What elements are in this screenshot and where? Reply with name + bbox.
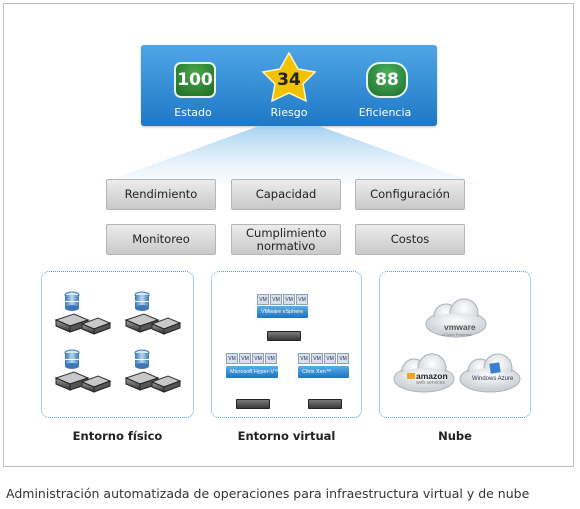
vm-block: VM [296, 294, 308, 305]
cloud-environment-box: vmware vCloud Powered amazon web service… [379, 271, 531, 418]
metrics-banner: 100 Estado 34 Riesgo 88 Eficiencia [141, 45, 437, 126]
category-capacidad: Capacidad [231, 179, 341, 210]
metric-label: Eficiencia [358, 106, 412, 119]
server-icon [236, 399, 270, 409]
category-monitoreo: Monitoreo [106, 224, 216, 255]
amazon-sub-text: web services [416, 380, 445, 386]
env-label-cloud: Nube [438, 429, 472, 443]
vm-block: VM [324, 353, 336, 364]
vm-block: VM [270, 294, 282, 305]
category-configuracion: Configuración [355, 179, 465, 210]
env-label-physical: Entorno físico [72, 429, 163, 443]
vm-block: VM [283, 294, 295, 305]
category-rendimiento: Rendimiento [106, 179, 216, 210]
hyper-v-layer: Microsoft Hyper-V™ [226, 366, 280, 378]
vm-block: VM [311, 353, 323, 364]
env-label-virtual: Entorno virtual [237, 429, 336, 443]
category-costos: Costos [355, 224, 465, 255]
risk-value: 34 [277, 70, 301, 90]
vm-block: VM [298, 353, 310, 364]
azure-logo-text: Windows Azure [472, 376, 514, 382]
vm-block: VM [252, 353, 264, 364]
amazon-logo-text: amazon [416, 371, 448, 381]
server-clusters-icon [55, 291, 181, 393]
category-cumplimiento: Cumplimiento normativo [231, 224, 341, 255]
efficiency-badge-icon: 88 [366, 62, 408, 98]
physical-environment-box [41, 271, 194, 418]
server-icon [308, 399, 342, 409]
connector-funnel [99, 126, 479, 184]
vmware-vsphere-layer: VMware vSphere [257, 306, 308, 318]
vmware-sub-text: vCloud Powered [442, 332, 472, 337]
metric-label: Estado [174, 106, 212, 119]
star-icon [261, 51, 317, 103]
vm-block: VM [239, 353, 251, 364]
cloud-providers-icon [393, 298, 521, 393]
figure-caption: Administración automatizada de operacion… [6, 486, 530, 501]
virtual-environment-box: VM VM VM VM VMware vSphere VM VM VM VM M… [211, 271, 362, 418]
vm-block: VM [257, 294, 269, 305]
server-icon [267, 331, 301, 341]
health-badge-icon: 100 [174, 62, 216, 98]
vm-block: VM [265, 353, 277, 364]
vmware-logo-text: vmware [444, 322, 476, 332]
vm-block: VM [226, 353, 238, 364]
citrix-xen-layer: Citrix Xen™ [298, 366, 349, 378]
diagram-frame: 100 Estado 34 Riesgo 88 Eficiencia Rendi… [3, 3, 574, 467]
metric-label: Riesgo [270, 106, 308, 119]
vm-block: VM [337, 353, 349, 364]
